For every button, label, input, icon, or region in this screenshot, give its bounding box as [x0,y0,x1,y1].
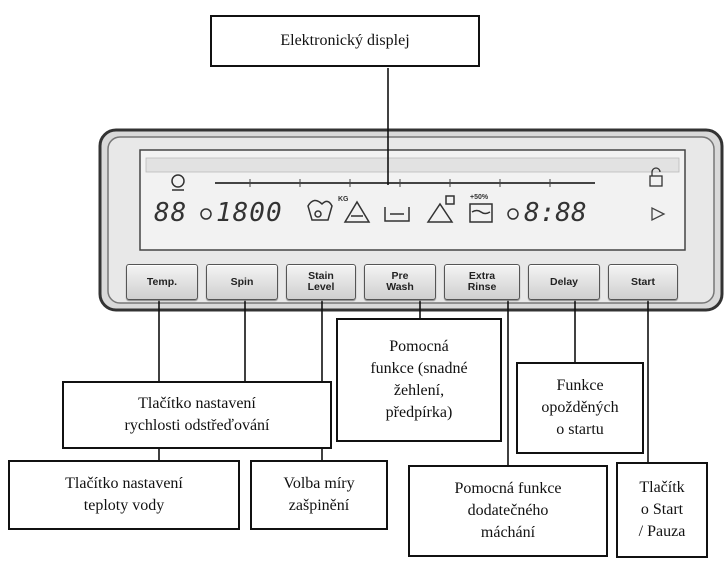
extra-rinse-icon [469,203,493,223]
temp-callout: Tlačítko nastavení teploty vody [8,460,240,530]
delay-button[interactable]: Delay [528,264,600,300]
door-lock-icon [649,167,663,187]
pre-wash-button[interactable]: Pre Wash [364,264,436,300]
start-callout: Tlačítk o Start / Pauza [616,462,708,558]
clock-icon [507,208,519,220]
delay-callout: Funkce opožděných o startu [516,362,644,454]
lcd-temp-digits: 88 [154,198,188,228]
lcd-time-digits: 8:88 [524,198,587,228]
display-callout: Elektronický displej [210,15,480,67]
stain-callout: Volba míry zašpinění [250,460,388,530]
prewash-icon [384,207,410,222]
spin-button[interactable]: Spin [206,264,278,300]
lcd-spin-digits: 1800 [216,198,283,228]
lcd-top-band [145,157,680,173]
stain-level-button[interactable]: Stain Level [286,264,356,300]
temp-button[interactable]: Temp. [126,264,198,300]
weight-icon [343,200,371,223]
lcd-progress-ticks [249,179,551,187]
easy-iron-icon [426,195,455,223]
extra-rinse-callout: Pomocná funkce dodatečného máchání [408,465,608,557]
lcd-kg-label: KG [338,196,349,203]
stain-level-icon [307,199,333,221]
lcd-extra-label: +50% [470,194,489,201]
aux-prewash-callout: Pomocná funkce (snadné žehlení, předpírk… [336,318,502,442]
spin-callout: Tlačítko nastavení rychlosti odstřeďován… [62,381,332,449]
extra-rinse-button[interactable]: Extra Rinse [444,264,520,300]
start-button[interactable]: Start [608,264,678,300]
play-icon [651,206,666,222]
temperature-icon [200,208,212,220]
drum-icon [171,174,185,191]
